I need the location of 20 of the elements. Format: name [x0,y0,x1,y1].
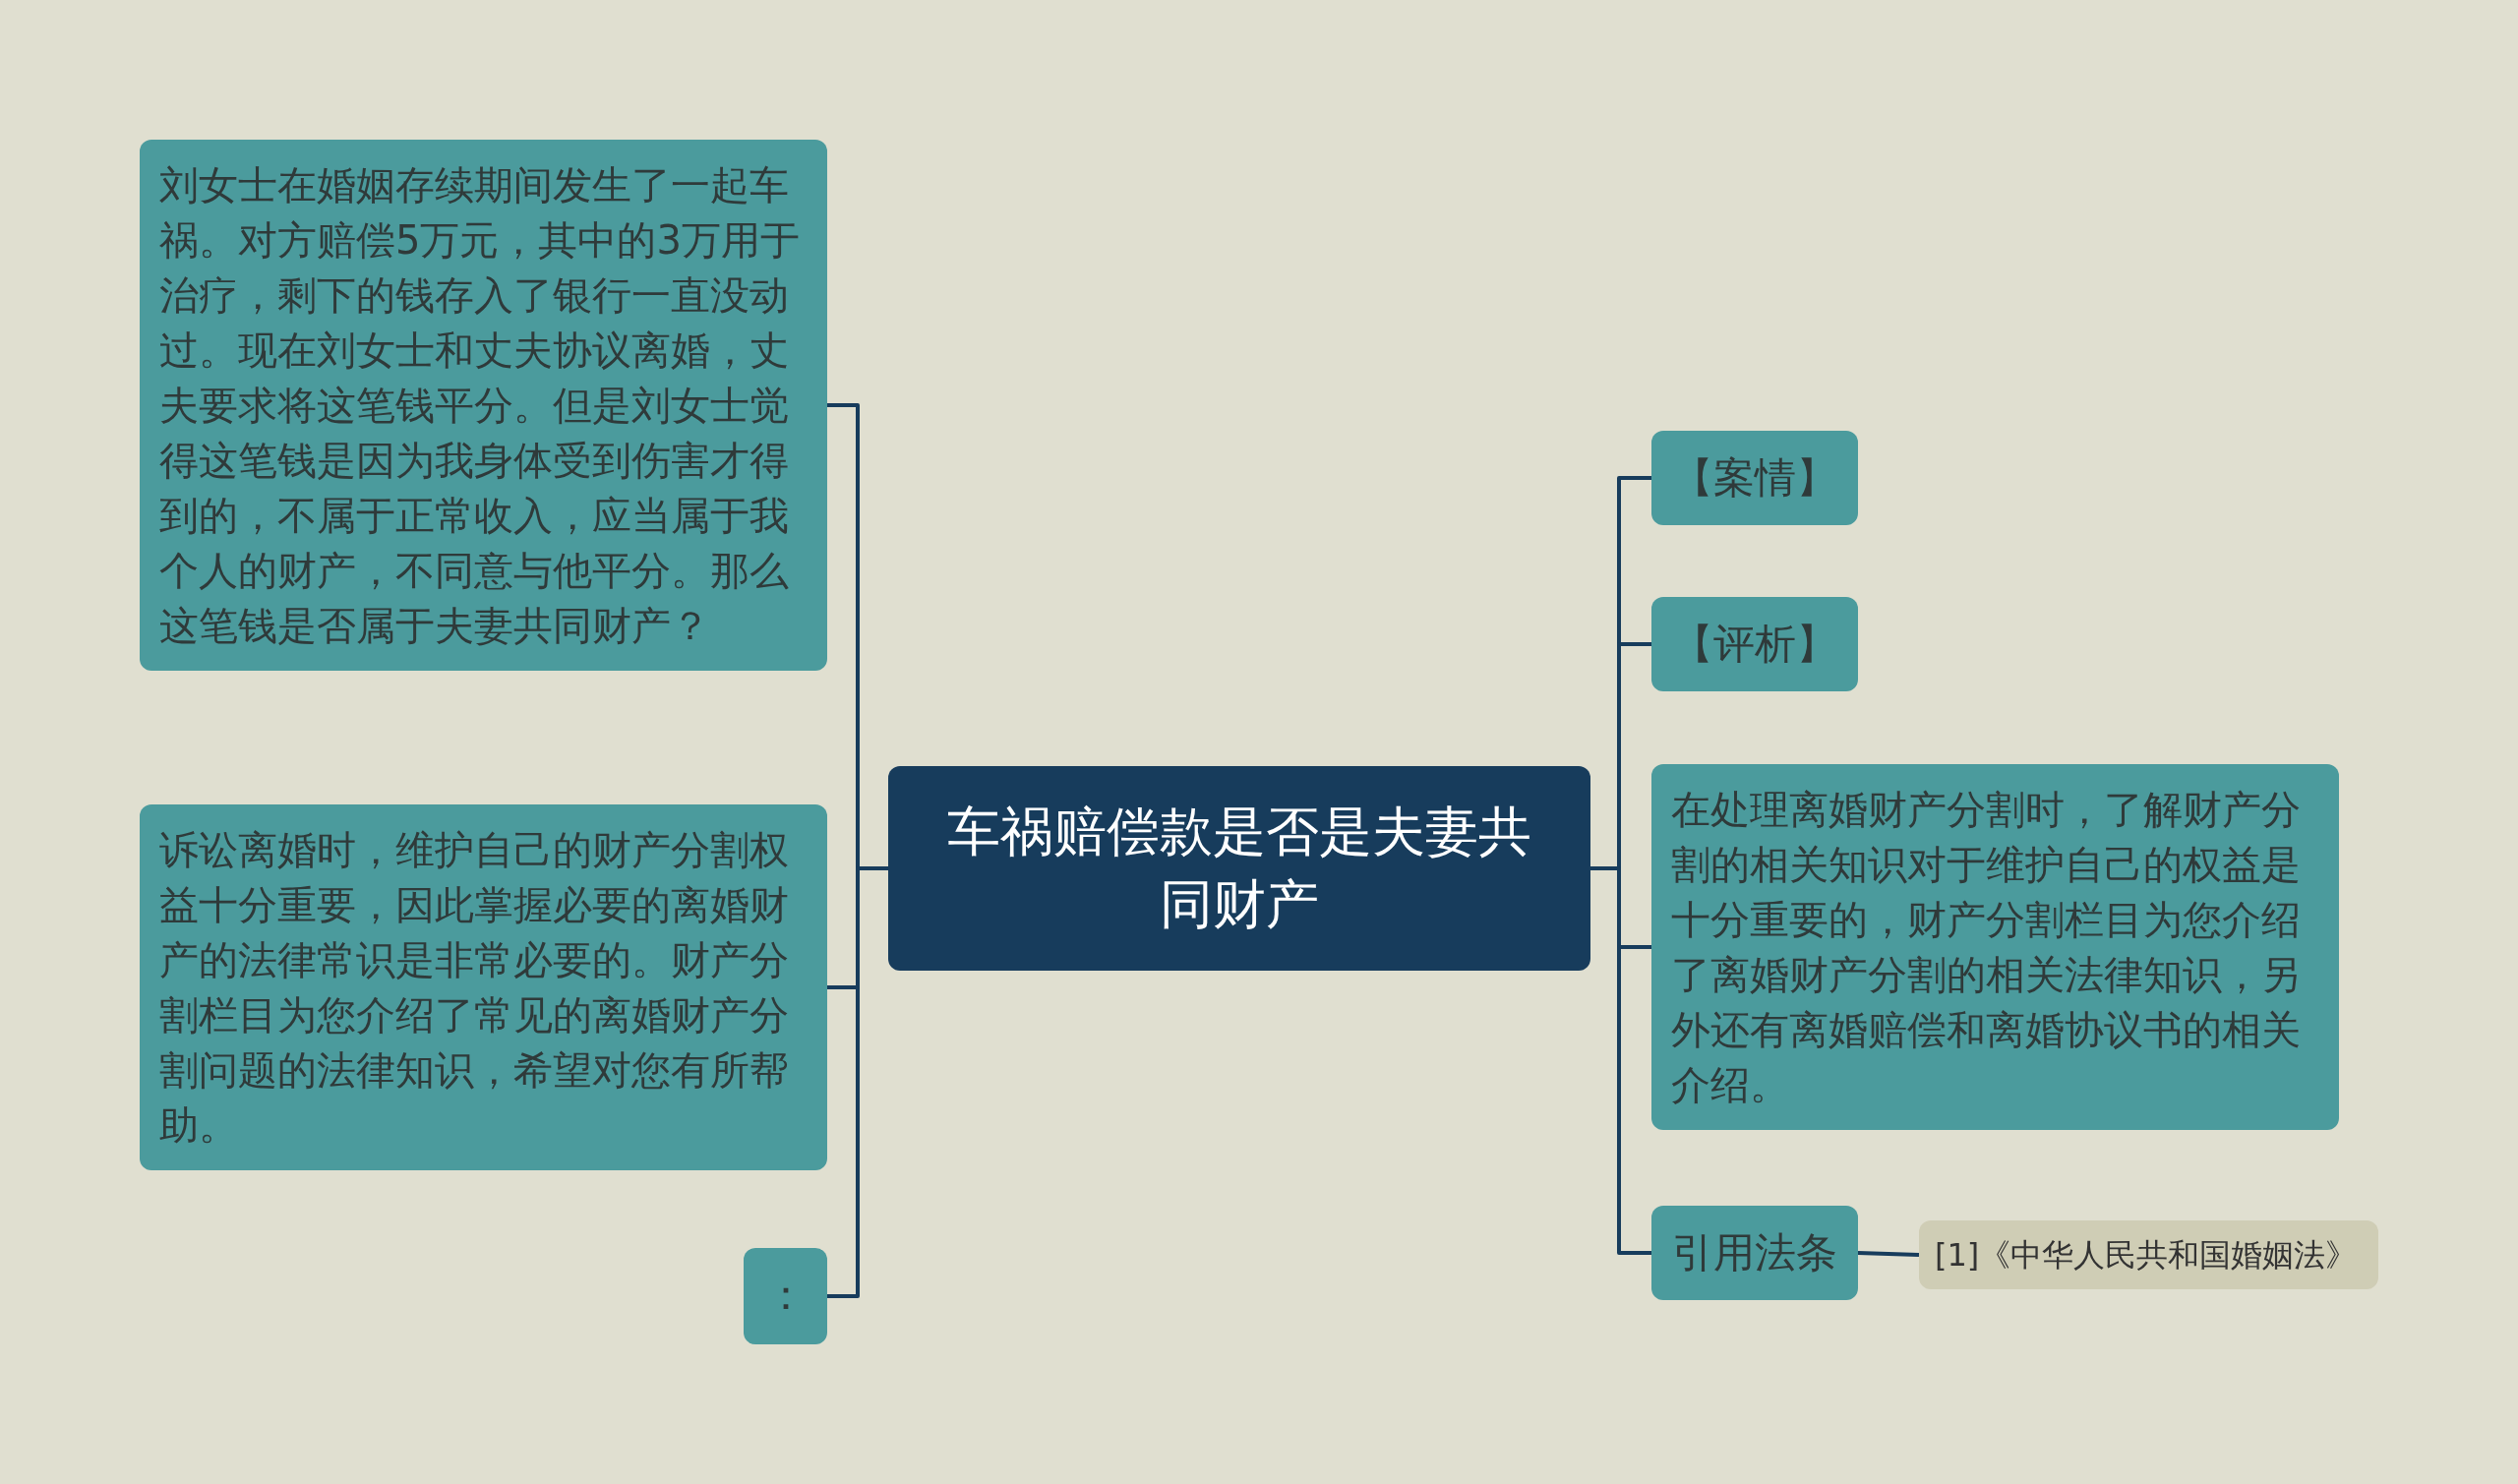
label-box [1651,431,1858,525]
node-text: 引用法条 [1671,1227,1838,1278]
label-box [744,1248,827,1344]
label-box [1651,597,1858,691]
label-box [1651,1206,1858,1300]
node-text: [1]《中华人民共和国婚姻法》 [1935,1235,2359,1276]
node-text: 诉讼离婚时，维护自己的财产分割权益十分重要，因此掌握必要的离婚财产的法律常识是非常必要的。财产分割栏目为您介绍了常见的离婚财产分割问题的法律知识，希望对您有所帮助。 [159,826,790,1150]
node-text: 刘女士在婚姻存续期间发生了一起车祸。对方赔偿5万元，其中的3万用于治疗，剩下的钱存入了银行一直没动过。现在刘女士和丈夫协议离婚，丈夫要求将这笔钱平分。但是刘女士觉得这笔钱是因为我身体受到伤害才得到的，不属于正常收入，应当属于我个人的财产，不同意与他平分。那么这笔钱是否属于夫妻共同财产？ [159,161,801,650]
node-text: 【评析】 [1671,619,1838,670]
connector-line [1590,866,1651,1255]
topic-box [888,766,1590,971]
node-text: 【案情】 [1671,452,1838,504]
node-text: 车祸赔偿款是否是夫妻共同财产 [946,800,1532,937]
text-card [1651,764,2339,1130]
text-card [140,804,827,1170]
node-text: 在处理离婚财产分割时，了解财产分割的相关知识对于维护自己的权益是十分重要的，财产分割栏目为您介绍了离婚财产分割的相关法律知识，另外还有离婚赔偿和离婚协议书的相关介绍。 [1671,786,2302,1109]
connector-line [827,866,888,1298]
connector-line [1857,1251,1920,1257]
node-text: ： [763,1270,808,1321]
citation-box [1919,1220,2378,1289]
